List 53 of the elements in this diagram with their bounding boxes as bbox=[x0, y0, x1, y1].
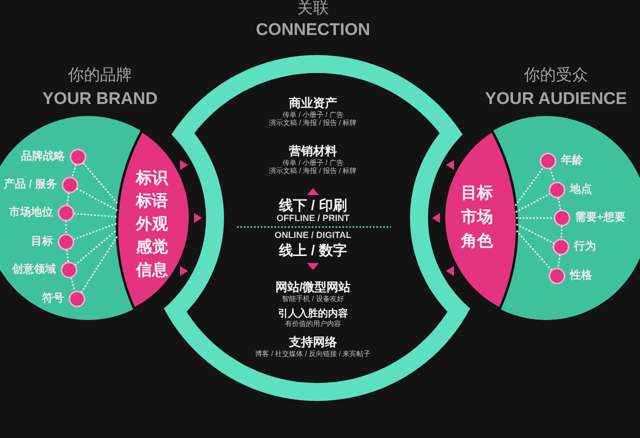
dotted-line bbox=[516, 224, 554, 244]
subheading: CONNECTION bbox=[256, 20, 370, 40]
subheading: YOUR AUDIENCE bbox=[485, 89, 627, 109]
dotted-line bbox=[66, 192, 70, 206]
item-title: 营销材料 bbox=[289, 145, 337, 159]
lens-label: 感觉 bbox=[136, 238, 168, 258]
dot-label: 市场地位 bbox=[9, 206, 53, 220]
item-title: 网站/微型网站 bbox=[275, 281, 351, 295]
dotted-line bbox=[70, 277, 76, 292]
dotted-line bbox=[65, 220, 67, 234]
dot-label: 创意领域 bbox=[12, 264, 56, 276]
item-title: 引人入胜的内容 bbox=[278, 308, 348, 320]
dotted-line bbox=[558, 198, 562, 210]
dotted-line bbox=[73, 222, 118, 240]
dotted-line bbox=[74, 212, 118, 218]
heading: 你的受众 bbox=[524, 66, 588, 86]
lens-label: 信息 bbox=[136, 262, 168, 280]
lens-label: 外观 bbox=[136, 216, 168, 234]
dotted-line bbox=[515, 193, 550, 213]
item-title: 支持网络 bbox=[289, 336, 337, 350]
lens-label: 标识 bbox=[136, 170, 168, 188]
lens-label: 角色 bbox=[461, 232, 493, 252]
dot-label: 行为 bbox=[574, 240, 596, 254]
lens-label: 目标 bbox=[461, 184, 493, 204]
category-label: 线下 / 印刷 bbox=[279, 196, 347, 214]
dotted-line bbox=[71, 164, 77, 178]
dotted-line bbox=[74, 228, 118, 266]
heading: 你的品牌 bbox=[68, 66, 132, 86]
dot-label: 性格 bbox=[570, 270, 592, 282]
dotted-line bbox=[76, 188, 119, 212]
dotted-line bbox=[80, 236, 118, 293]
dotted-line bbox=[560, 226, 563, 240]
item-title: 商业资产 bbox=[289, 97, 337, 111]
dotted-line bbox=[514, 167, 544, 206]
dot-label: 品牌战略 bbox=[21, 150, 65, 164]
lens-label: 市场 bbox=[461, 208, 493, 228]
dotted-line bbox=[557, 254, 561, 268]
dotted-line bbox=[82, 162, 120, 206]
dot-label: 目标 bbox=[31, 236, 53, 248]
lens-label: 标语 bbox=[136, 192, 168, 212]
dot-label: 产品 / 服务 bbox=[4, 178, 57, 192]
dotted-line bbox=[516, 230, 552, 271]
subheading: YOUR BRAND bbox=[42, 89, 158, 109]
category-label: 线上 / 数字 bbox=[279, 242, 347, 258]
dot-label: 需要+想要 bbox=[575, 212, 626, 224]
dot-label: 地点 bbox=[570, 184, 592, 196]
dotted-line bbox=[516, 217, 554, 219]
dot-label: 年龄 bbox=[561, 154, 583, 168]
category-caption: OFFLINE / PRINT bbox=[276, 212, 350, 224]
dot-label: 符号 bbox=[42, 292, 64, 306]
category-caption: ONLINE / DIGITAL bbox=[274, 230, 352, 240]
dotted-line bbox=[550, 168, 556, 183]
dotted-line bbox=[66, 250, 69, 262]
